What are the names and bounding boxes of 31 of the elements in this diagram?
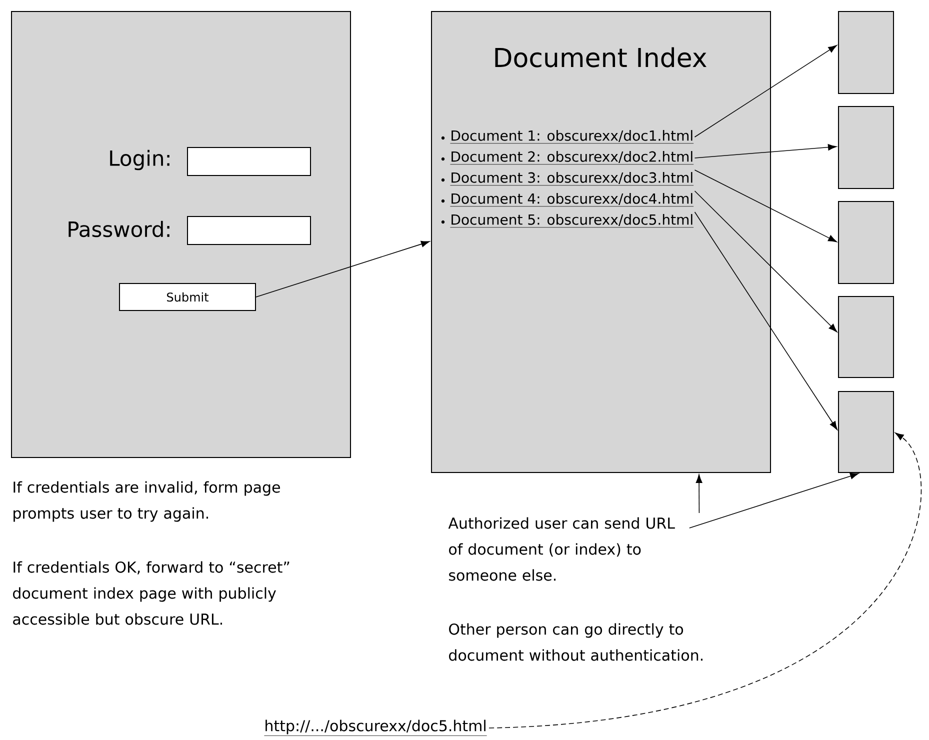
- note-text: If credentials are invalid, form page prompts user to try again.: [14, 481, 280, 522]
- arrow: [696, 474, 702, 514]
- page-title: Document Index: [495, 47, 706, 68]
- field-label: Login:: [110, 150, 170, 170]
- document-box: [838, 296, 894, 378]
- arrow: [694, 45, 837, 138]
- note-text: If credentials OK, forward to “secret” document index page with publicly accessible but obscure URL.: [13, 561, 290, 625]
- arrow: [256, 240, 430, 298]
- page-panel: [11, 11, 351, 458]
- document-link: Document 5: obscurexx/doc5.html: [450, 214, 694, 228]
- document-link: Document 3: obscurexx/doc3.html: [450, 172, 694, 186]
- arrow: [694, 170, 837, 242]
- submit-button: Submit: [119, 283, 256, 311]
- document-link: Document 4: obscurexx/doc4.html: [450, 193, 694, 207]
- document-box: [838, 11, 894, 94]
- arrow: [694, 190, 838, 332]
- url-text: http://.../obscurexx/doc5.html: [264, 720, 488, 736]
- document-box: [838, 106, 894, 189]
- arrow: [689, 472, 859, 528]
- arrow: [488, 432, 922, 728]
- note-text: Authorized user can send URL of document (or index) to someone else.: [448, 517, 675, 581]
- document-box: [838, 391, 894, 473]
- arrow: [694, 212, 838, 430]
- document-link: Document 2: obscurexx/doc2.html: [450, 151, 694, 165]
- input-field: [187, 147, 311, 176]
- document-box: [838, 201, 894, 284]
- input-field: [187, 216, 311, 245]
- note-text: Other person can go directly to document without authentication.: [449, 623, 702, 661]
- field-label: Password:: [68, 220, 170, 238]
- arrow: [694, 144, 837, 158]
- document-link: Document 1: obscurexx/doc1.html: [450, 130, 694, 144]
